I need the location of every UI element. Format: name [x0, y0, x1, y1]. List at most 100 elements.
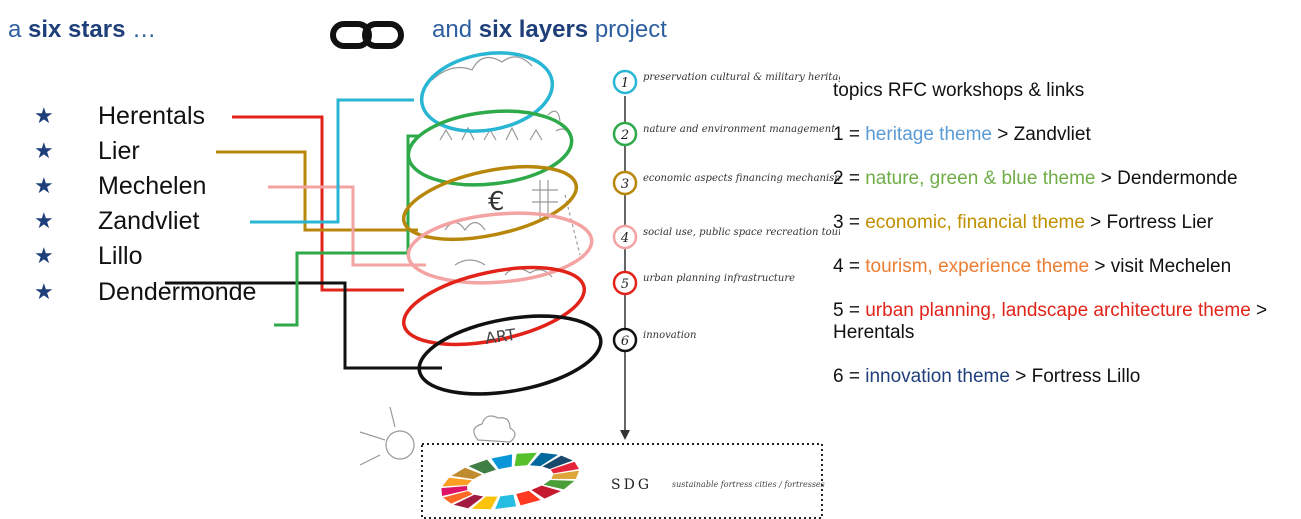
legend-item-theme: urban planning, landscape architecture t…	[865, 300, 1251, 321]
connector-line	[268, 185, 426, 267]
legend-item: 4 = tourism, experience theme > visit Me…	[833, 256, 1293, 278]
connector-line	[232, 115, 404, 292]
layer-note: innovation	[643, 330, 696, 341]
layer-number: 6	[621, 334, 629, 349]
layer-number: 3	[621, 177, 629, 192]
layer-oval	[419, 51, 555, 133]
sdg-wheel-segment	[468, 459, 496, 474]
star-icon: ★	[34, 138, 54, 163]
legend-item-number: 6 =	[833, 366, 866, 387]
layer-oval	[401, 164, 579, 242]
legend-item-link: > Fortress Lillo	[1009, 366, 1141, 387]
chain-link-icon	[330, 21, 404, 49]
city-name: Lillo	[98, 241, 143, 270]
header-right-suffix: project	[588, 16, 667, 43]
sdg-wheel-segment	[551, 470, 580, 480]
legend-item-theme: tourism, experience theme	[865, 256, 1090, 277]
star-icon: ★	[34, 208, 54, 233]
sdg-wheel-segment	[543, 479, 575, 490]
header-left-emphasis: six stars	[28, 16, 126, 43]
legend-item-link: > Dendermonde	[1095, 168, 1238, 189]
layer-number: 2	[620, 128, 629, 143]
legend-item-theme: heritage theme	[865, 124, 992, 145]
sdg-wheel-segment	[451, 467, 483, 480]
city-name: Mechelen	[98, 171, 207, 200]
sdg-label: SDG	[611, 477, 652, 493]
star-icon: ★	[34, 103, 54, 128]
sdg-wheel-segment	[441, 485, 468, 497]
city-row: ★Dendermonde	[34, 276, 256, 308]
layer-oval	[417, 314, 603, 396]
legend-title: topics RFC workshops & links	[833, 80, 1085, 101]
city-name: Herentals	[98, 101, 205, 130]
city-name: Lier	[98, 136, 140, 165]
header-right-prefix: and	[432, 16, 479, 43]
city-row: ★Zandvliet	[34, 205, 199, 237]
header-right: and six layers project	[432, 16, 667, 44]
connector-line	[216, 150, 418, 232]
star-icon: ★	[34, 173, 54, 198]
header-right-emphasis: six layers	[478, 16, 589, 43]
header-left: a six stars …	[8, 16, 156, 44]
sdg-wheel-segment	[491, 454, 513, 470]
sdg-wheel-segment	[442, 477, 472, 487]
legend-item-number: 5 =	[833, 300, 866, 321]
legend-item: 6 = innovation theme > Fortress Lillo	[833, 366, 1293, 388]
layer-number-circle	[612, 224, 638, 250]
layer-oval	[401, 265, 587, 347]
layer-number-circle	[612, 270, 638, 296]
connector-line	[250, 98, 414, 224]
sdg-wheel-segment	[443, 490, 473, 504]
sketch-euro-label: €	[488, 187, 505, 217]
city-row: ★Lillo	[34, 240, 142, 272]
sdg-wheel-segment	[542, 455, 573, 469]
legend-item-number: 4 =	[833, 256, 866, 277]
legend-item: 1 = heritage theme > Zandvliet	[833, 124, 1293, 146]
layer-number: 5	[621, 277, 629, 292]
sdg-note: sustainable fortress cities / fortresses	[672, 480, 825, 489]
sdg-wheel-segment	[514, 452, 537, 467]
sdg-wheel-segment	[529, 452, 559, 467]
layer-note: urban planning infrastructure	[643, 273, 795, 284]
star-icon: ★	[34, 279, 54, 304]
legend-item-number: 1 =	[833, 124, 866, 145]
legend-item-link: > Zandvliet	[991, 124, 1091, 145]
sdg-wheel-segment	[550, 461, 579, 474]
sdg-box	[421, 443, 823, 519]
city-row: ★ Herentals	[34, 100, 205, 132]
layer-ovals	[401, 51, 603, 396]
layer-number-circle	[612, 121, 638, 147]
layer-note: nature and environment management	[643, 124, 836, 135]
connector-line	[165, 281, 442, 370]
city-layer-connectors	[165, 98, 442, 370]
layer-number-circle	[612, 69, 638, 95]
sdg-wheel-segment	[471, 496, 498, 510]
layer-note: economic aspects financing mechanisms	[643, 173, 840, 184]
topics-legend: topics RFC workshops & links 1 = heritag…	[833, 80, 1293, 410]
layer-number: 1	[621, 76, 629, 91]
layer-oval	[406, 109, 574, 187]
layer-oval	[406, 211, 594, 285]
legend-item-link: > Fortress Lier	[1084, 212, 1214, 233]
header-left-suffix: …	[125, 16, 157, 43]
legend-item-number: 2 =	[833, 168, 866, 189]
legend-item-number: 3 =	[833, 212, 866, 233]
sdg-wheel-icon	[441, 452, 580, 510]
legend-item: 3 = economic, financial theme > Fortress…	[833, 212, 1293, 234]
legend-item: 2 = nature, green & blue theme > Denderm…	[833, 168, 1293, 190]
legend-item-theme: nature, green & blue theme	[865, 168, 1096, 189]
city-row: ★ Mechelen	[34, 170, 206, 202]
legend-item-link: > visit Mechelen	[1089, 256, 1232, 277]
sdg-wheel-segment	[516, 490, 541, 506]
layer-number-circle	[612, 327, 638, 353]
layer-note: social use, public space recreation tour…	[643, 227, 840, 238]
sdg-wheel-segment	[495, 494, 517, 509]
header-left-prefix: a	[8, 16, 29, 43]
sdg-wheel-segment	[453, 494, 484, 509]
legend-item: 5 = urban planning, landscape architectu…	[833, 300, 1293, 344]
sdg-wheel-segment	[531, 485, 561, 499]
legend-item-theme: economic, financial theme	[865, 212, 1085, 233]
layer-number: 4	[620, 231, 629, 246]
